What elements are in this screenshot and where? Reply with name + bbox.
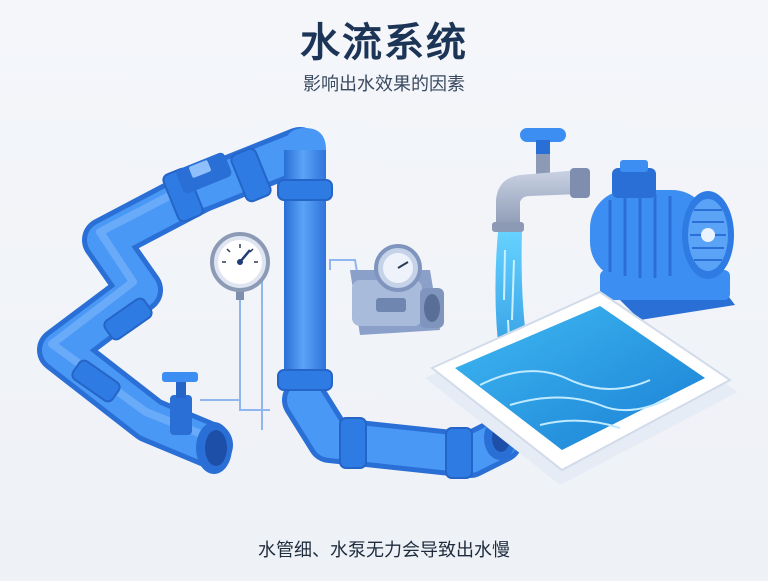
page-subtitle: 影响出水效果的因素 [303, 74, 465, 95]
water-basin-icon [425, 290, 738, 485]
pipe-system [37, 127, 523, 479]
page-caption: 水管细、水泵无力会导致出水慢 [258, 540, 510, 561]
valve-icon [162, 372, 198, 435]
inline-meter-icon [176, 152, 232, 194]
flow-meter-icon [350, 244, 444, 335]
page-title: 水流系统 [300, 20, 468, 66]
water-pump-icon [590, 160, 735, 320]
sensor-wires [200, 259, 361, 430]
faucet-icon [492, 128, 590, 232]
pressure-gauge-icon [210, 232, 270, 300]
